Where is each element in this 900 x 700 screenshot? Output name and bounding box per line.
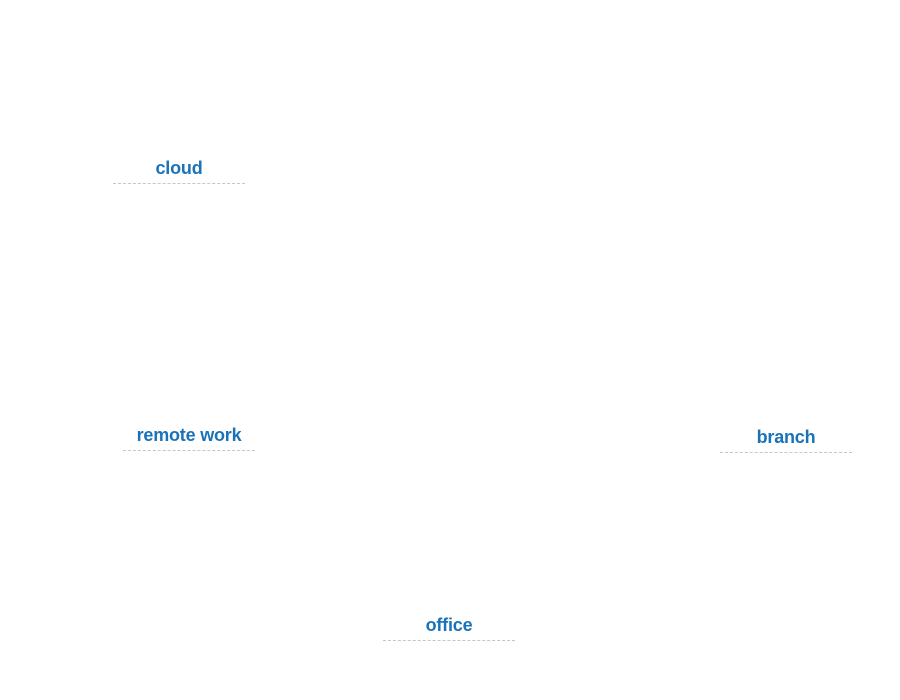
node-remote-work: remote work	[123, 424, 255, 451]
node-office: office	[383, 614, 515, 641]
node-underline-branch	[720, 452, 852, 453]
node-label-remote-work: remote work	[136, 425, 242, 445]
node-underline-office	[383, 640, 515, 641]
node-underline-cloud	[113, 183, 245, 184]
node-underline-remote-work	[123, 450, 255, 451]
node-label-branch: branch	[756, 427, 816, 447]
node-label-office: office	[425, 615, 473, 635]
node-cloud: cloud	[113, 157, 245, 184]
node-label-cloud: cloud	[155, 158, 203, 178]
node-branch: branch	[720, 426, 852, 453]
